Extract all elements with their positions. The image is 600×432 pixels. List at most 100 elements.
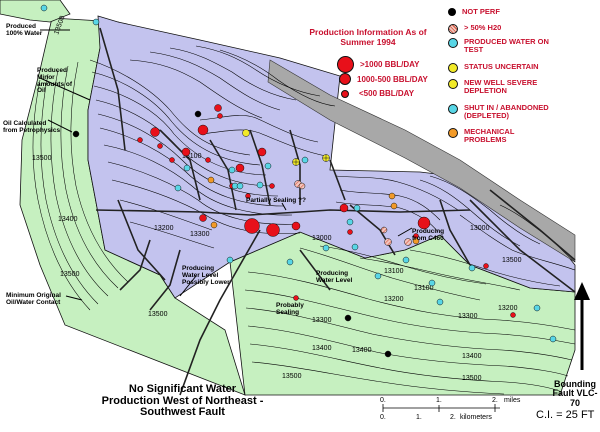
well-small — [137, 137, 143, 143]
annotation-produced-minor: Produced Minor amounts of Oil — [37, 67, 73, 95]
well-hatched — [384, 238, 392, 246]
scale-mile-tick: 1. — [436, 397, 442, 404]
well-small — [483, 263, 489, 269]
well-medium — [257, 147, 267, 157]
black-dot-icon — [448, 8, 456, 16]
well-small — [347, 229, 353, 235]
well-not-perf — [194, 110, 202, 118]
legend-water-test: PRODUCED WATER ON TEST — [448, 37, 590, 55]
contour-label: 13200 — [384, 296, 404, 303]
crossed-cyan-circle-icon — [448, 104, 458, 114]
well-medium — [214, 104, 222, 112]
legend-medium: 1000-500 BBL/DAY — [339, 73, 428, 85]
annotation-no-significant: No Significant Water Production West of … — [101, 383, 264, 419]
production-wells — [40, 4, 557, 358]
well-mechanical — [207, 176, 420, 245]
fault-lines — [95, 27, 576, 396]
well-small — [205, 157, 211, 163]
contour-label: 13400 — [58, 216, 78, 223]
well-small — [269, 183, 275, 189]
legend-label: 1000-500 BBL/DAY — [357, 74, 428, 84]
production-legend-title: Production Information As of Summer 1994 — [309, 27, 427, 47]
scale-km-label: kilometers — [460, 414, 492, 421]
legend-shut-in: SHUT IN / ABANDONED (DEPLETED) — [448, 103, 590, 121]
scale-mile-tick: 0. — [380, 397, 386, 404]
contour-label: 13500 — [282, 373, 302, 380]
contour-label: 13300 — [312, 317, 332, 324]
annotation-bounding-fault: Bounding Fault VLC-70 — [552, 379, 598, 408]
leader-lines — [39, 29, 413, 301]
well-not-perf — [72, 130, 80, 138]
medium-red-dot-icon — [339, 73, 351, 85]
legend-label: NOT PERF — [462, 7, 500, 16]
scale-km-tick: 1. — [416, 414, 422, 421]
annotation-producing-water: Producing Water Level — [316, 270, 353, 284]
legend-new-depletion: NEW WELL SEVERE DEPLETION — [448, 78, 590, 96]
large-red-dot-icon — [337, 56, 354, 73]
scale-miles-label: miles — [504, 397, 521, 404]
contour-label: 13500 — [32, 155, 52, 162]
annotation-probably-sealing: Probably Sealing — [276, 302, 304, 316]
well-small — [293, 295, 299, 301]
well-hatched — [404, 238, 412, 246]
scale-km-tick: 0. — [380, 414, 386, 421]
legend-label: PRODUCED WATER ON TEST — [464, 37, 549, 55]
annotation-producing-c460: Producing from C460 — [412, 228, 445, 242]
well-large — [197, 124, 209, 136]
contour-label: 13400 — [312, 345, 332, 352]
legend-label: > 50% H20 — [464, 23, 502, 32]
well-medium — [235, 163, 245, 173]
well-large — [244, 218, 260, 234]
well-new-depletion — [292, 154, 330, 166]
well-medium — [339, 203, 349, 213]
legend-uncertain: STATUS UNCERTAIN — [448, 62, 539, 73]
contour-interval: C.I. = 25 FT — [536, 409, 595, 421]
legend-label: >1000 BBL/DAY — [360, 60, 420, 69]
well-water-test — [40, 4, 48, 12]
well-large — [266, 223, 280, 237]
legend-label: <500 BBL/DAY — [359, 89, 415, 98]
crossed-orange-circle-icon — [448, 128, 458, 138]
legend-large: >1000 BBL/DAY — [337, 56, 420, 73]
annotation-partially-sealing: Partially Sealing ?? — [246, 197, 306, 204]
well-water-test — [92, 18, 100, 26]
contour-label: 13400 — [352, 347, 372, 354]
contour-label: 13500 — [502, 257, 522, 264]
contour-label: 13300 — [458, 313, 478, 320]
contour-label: 13200 — [498, 305, 518, 312]
legend-label: SHUT IN / ABANDONED (DEPLETED) — [464, 103, 549, 121]
contour-label: 13200 — [154, 225, 174, 232]
scale-bar — [382, 404, 500, 412]
well-medium — [199, 214, 207, 222]
contour-label: 13500 — [60, 271, 80, 278]
well-small — [217, 113, 223, 119]
well-medium — [181, 147, 191, 157]
well-small — [157, 143, 163, 149]
bounding-fault-arrow — [574, 282, 590, 370]
contour-label: 13400 — [462, 353, 482, 360]
small-red-dot-icon — [341, 89, 349, 98]
contour-label: 13300 — [190, 231, 210, 238]
contour-label: 13000 — [470, 225, 490, 232]
contour-label: 13100 — [414, 285, 434, 292]
well-shut-in — [174, 156, 557, 343]
contour-label: 13100 — [384, 268, 404, 275]
contour-label: 13500 — [148, 311, 168, 318]
contour-label: 13100 — [182, 153, 202, 160]
contour-label: 13000 — [312, 235, 332, 242]
well-not-perf — [344, 314, 352, 322]
annotation-producing-lower: Producing Water Level Possibly Lower — [182, 265, 230, 286]
yellow-dot-icon — [448, 63, 458, 73]
crossed-yellow-circle-icon — [448, 79, 458, 89]
well-small — [169, 157, 175, 163]
hatched-circle-icon — [448, 24, 458, 34]
well-uncertain — [242, 129, 250, 137]
legend-not-perf: NOT PERF — [448, 7, 500, 16]
well-medium — [291, 221, 301, 231]
well-small — [510, 312, 516, 318]
legend-label: STATUS UNCERTAIN — [464, 62, 539, 71]
well-not-perf — [384, 350, 392, 358]
annotation-produced-water: Produced 100% Water — [6, 23, 43, 37]
well-small — [245, 193, 251, 199]
legend-label: MECHANICAL PROBLEMS — [464, 127, 515, 145]
